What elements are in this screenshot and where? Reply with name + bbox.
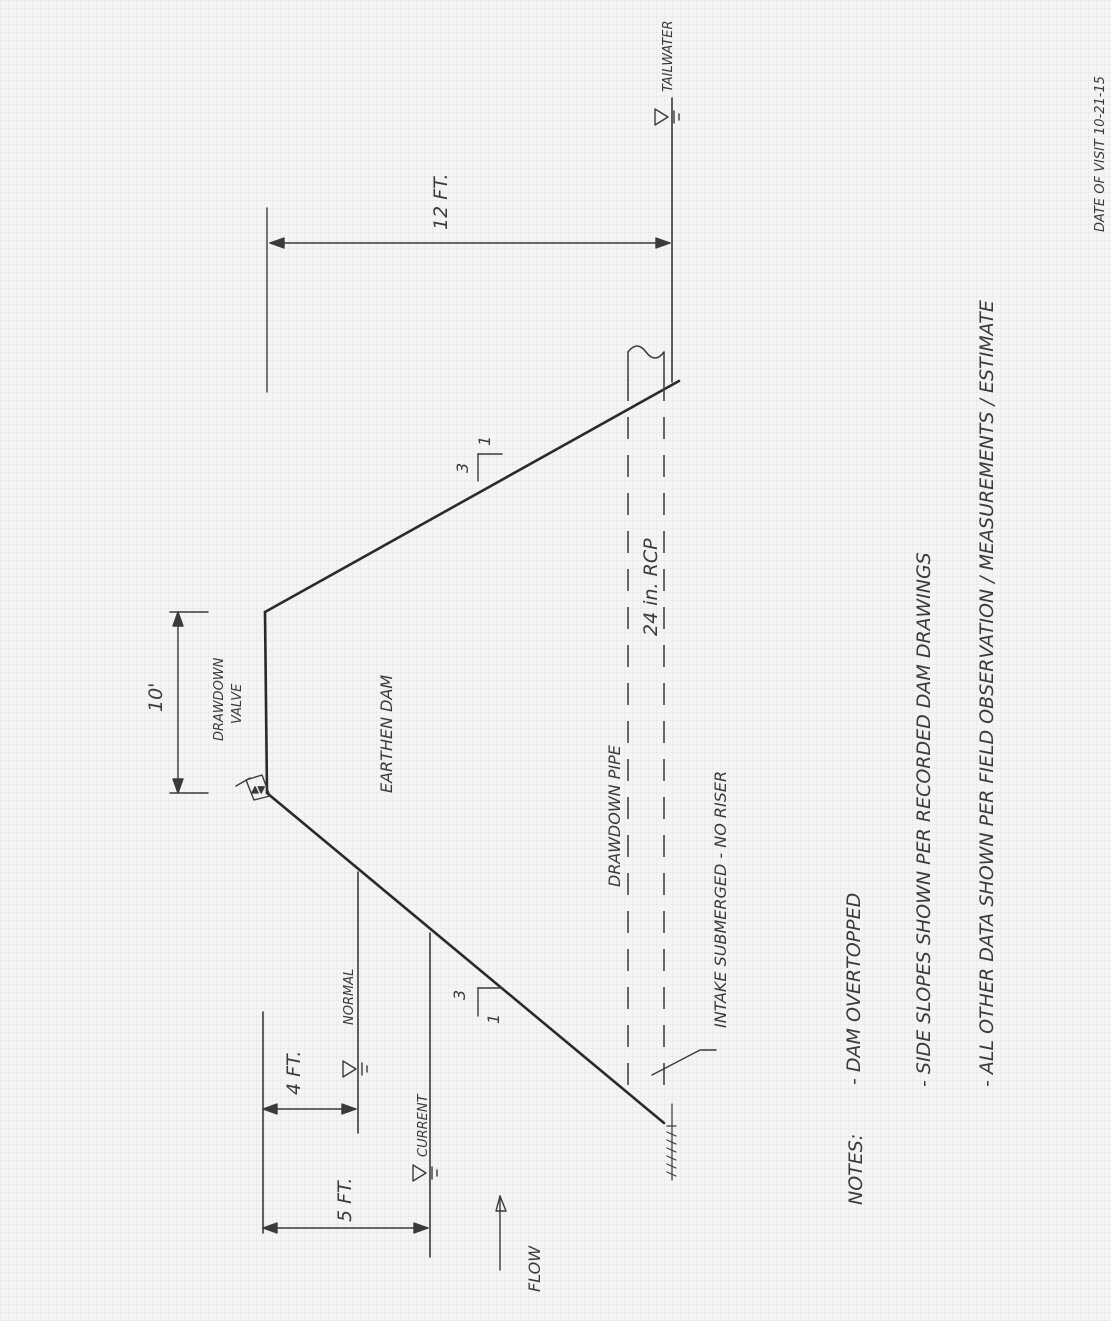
crest-width-label: 10' (145, 683, 167, 712)
note-item-1: - DAM OVERTOPPED (843, 893, 865, 1085)
downstream-slope-run: 3 (453, 463, 472, 473)
toe-hatch-marks (666, 1103, 677, 1181)
intake-leader-line (651, 1049, 717, 1076)
earthen-dam-label: EARTHEN DAM (377, 675, 396, 793)
pipe-size-label: 24 in. RCP (640, 538, 662, 636)
upstream-slope-line (265, 791, 666, 1125)
earthen-dam-outline (263, 379, 681, 1125)
flow-arrow (495, 1195, 507, 1271)
intake-label: INTAKE SUBMERGED - NO RISER (711, 771, 730, 1028)
downstream-slope-line (263, 379, 681, 614)
drawdown-pipe-label: DRAWDOWN PIPE (605, 744, 624, 887)
tailwater-label: TAILWATER (661, 20, 676, 92)
notes-heading: NOTES: (845, 1134, 867, 1205)
normal-depth-label: 4 FT. (283, 1051, 305, 1095)
current-depth-label: 5 FT. (334, 1178, 356, 1222)
date-note: DATE OF VISIT 10-21-15 (1093, 76, 1108, 232)
downstream-slope-rise: 1 (475, 436, 494, 446)
upstream-slope-rise: 1 (484, 1014, 503, 1024)
dimension-current-depth (262, 1222, 429, 1234)
current-level-symbol (412, 1164, 438, 1182)
drawdown-valve-symbol: ▲▼ (235, 774, 271, 801)
dam-height-label: 12 FT. (430, 173, 452, 230)
upstream-slope-triangle (477, 987, 503, 1017)
note-item-3: - ALL OTHER DATA SHOWN PER FIELD OBSERVA… (976, 300, 998, 1087)
downstream-slope-triangle (477, 453, 503, 482)
dimension-crest-width (169, 611, 209, 794)
dimension-dam-height (266, 207, 671, 393)
svg-text:▲▼: ▲▼ (252, 785, 265, 794)
normal-label: NORMAL (342, 969, 357, 1025)
tailwater-level-symbol (654, 108, 680, 126)
current-label: CURRENT (416, 1093, 431, 1157)
dimension-normal-depth (262, 1103, 357, 1115)
drawdown-pipe (627, 345, 665, 1085)
upstream-slope-run: 3 (450, 990, 469, 1000)
dam-crest-line (263, 610, 269, 795)
normal-level-symbol (342, 1060, 368, 1078)
pipe-break-symbol (627, 345, 665, 359)
flow-label: FLOW (525, 1245, 544, 1292)
drawdown-valve-label-line2: VALVE (230, 683, 245, 724)
drawdown-valve-label-line1: DRAWDOWN (212, 657, 227, 741)
note-item-2: - SIDE SLOPES SHOWN PER RECORDED DAM DRA… (913, 552, 935, 1087)
